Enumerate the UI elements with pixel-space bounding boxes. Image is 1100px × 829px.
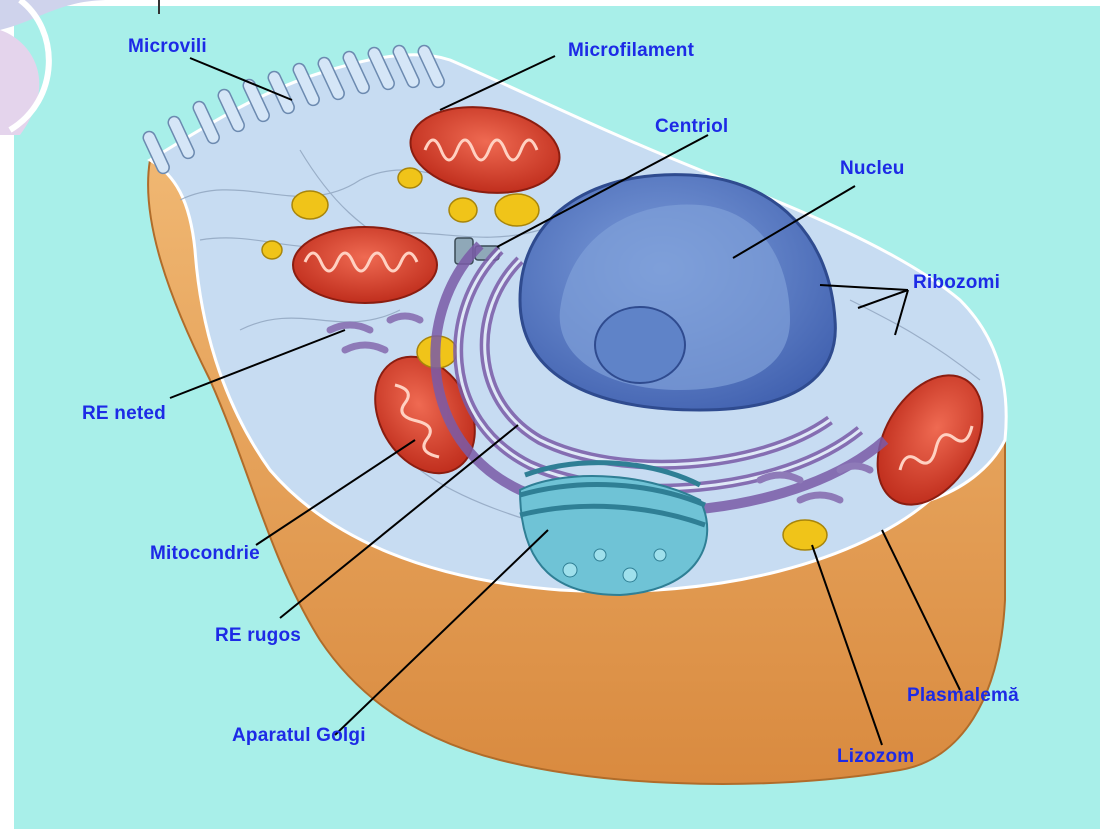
label-plasmalema: Plasmalemă (907, 685, 1019, 707)
label-re-rugos: RE rugos (215, 625, 301, 647)
label-mitocondrie: Mitocondrie (150, 543, 260, 565)
label-ribozomi: Ribozomi (913, 272, 1000, 294)
label-centriol: Centriol (655, 116, 728, 138)
label-nucleu: Nucleu (840, 158, 905, 180)
label-aparatul-golgi: Aparatul Golgi (232, 725, 366, 747)
label-microvili: Microvili (128, 36, 207, 58)
label-microfilament: Microfilament (568, 40, 694, 62)
label-re-neted: RE neted (82, 403, 166, 425)
label-lizozom: Lizozom (837, 746, 914, 768)
